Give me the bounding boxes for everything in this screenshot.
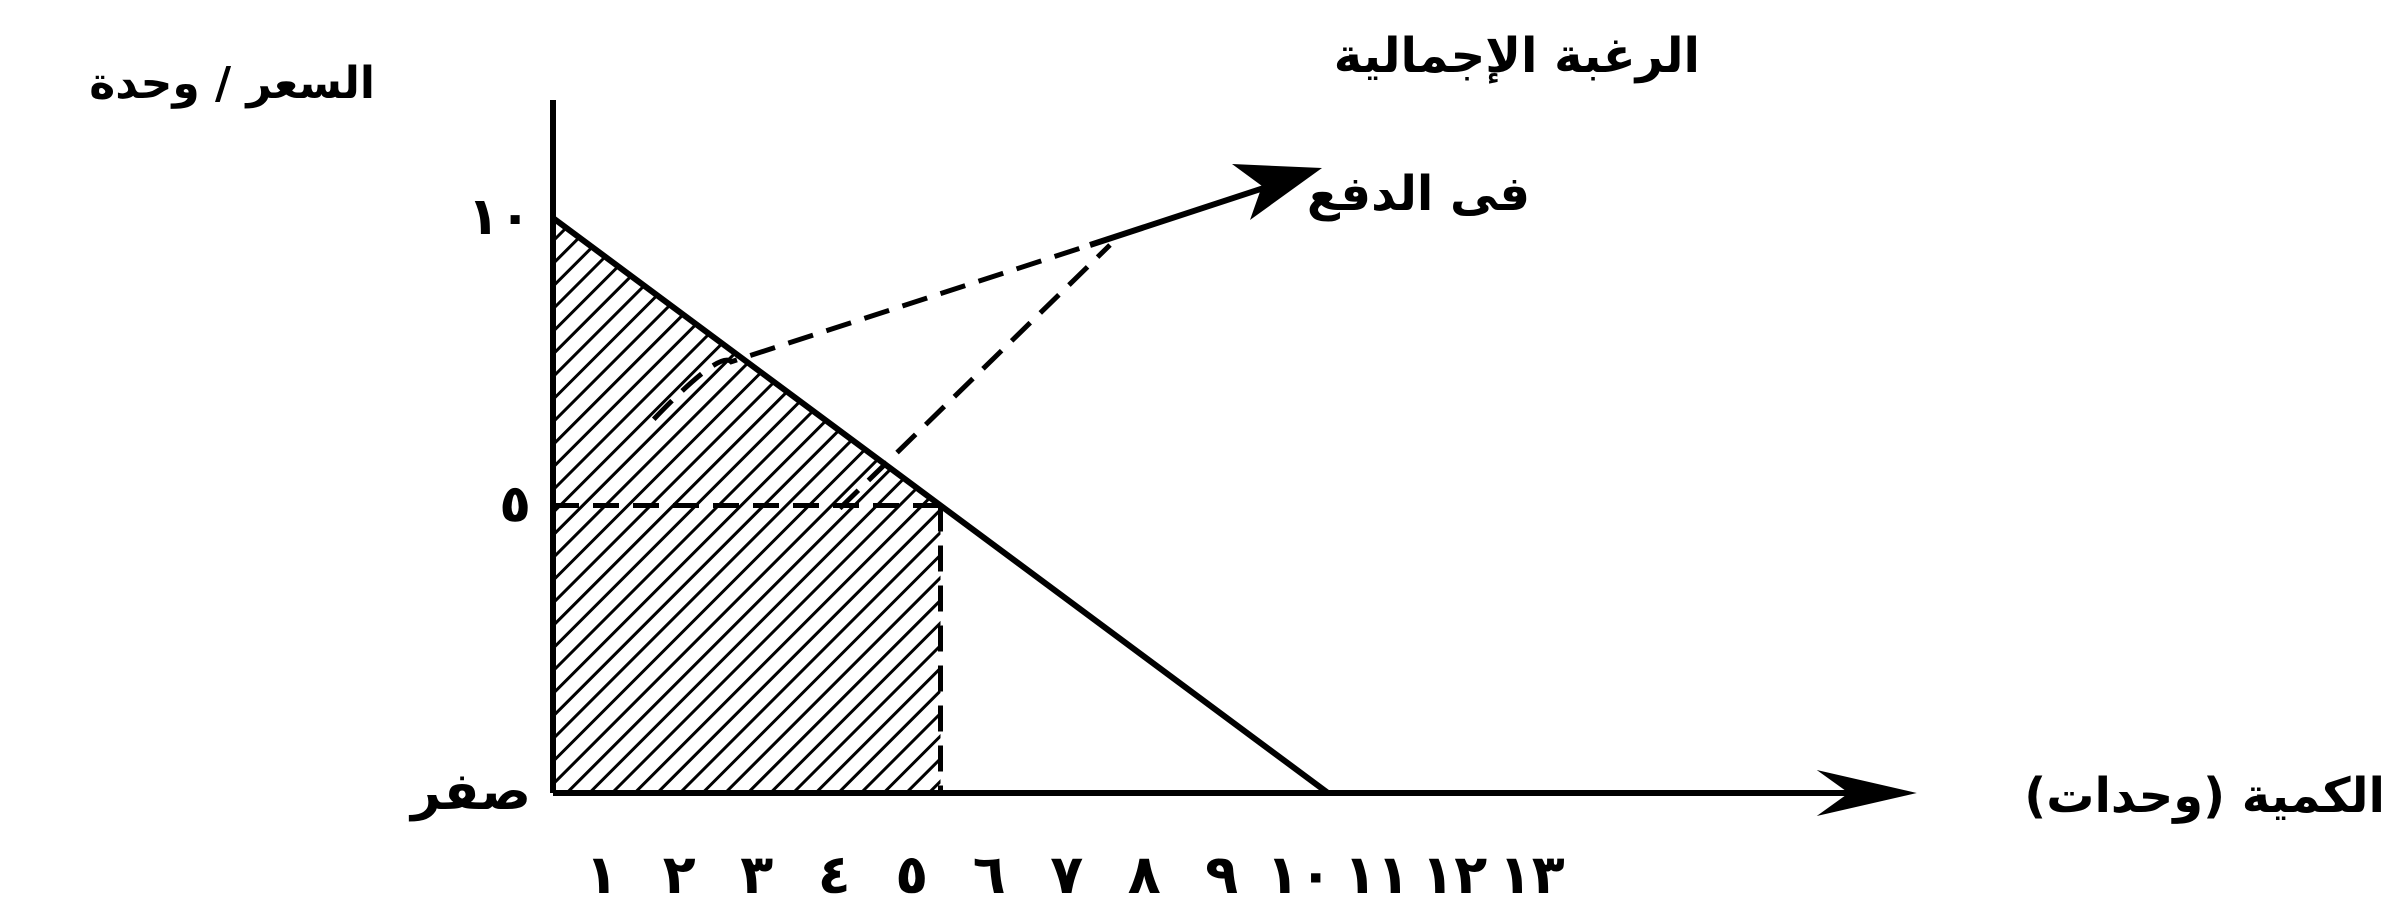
x-tick-label: ٨ — [1128, 843, 1161, 906]
y-tick-label: ١٠ — [468, 187, 531, 247]
annotation-leader-surplus — [651, 242, 1091, 421]
x-tick-label: ٤ — [818, 843, 851, 906]
annotation-arrowhead — [1232, 164, 1322, 220]
demand-line — [551, 215, 1330, 796]
x-tick-label: ٦ — [973, 843, 1006, 906]
annotation-leader-expenditure — [838, 243, 1112, 511]
annotation-text-line: فى الدفع — [1307, 166, 1530, 222]
y-tick-label: ٥ — [499, 475, 531, 535]
y-axis-title: السعر / وحدة — [89, 58, 375, 109]
expenditure-area — [553, 505, 941, 793]
annotation-text-line: الرغبة الإجمالية — [1334, 28, 1700, 84]
x-tick-label: ١ — [585, 843, 618, 906]
x-tick-label: ٧ — [1050, 843, 1083, 906]
x-tick-label: ٥ — [895, 843, 928, 906]
x-tick-label: ٣ — [740, 843, 773, 906]
x-axis-arrowhead — [1816, 770, 1917, 816]
x-tick-label: ١٣ — [1499, 843, 1565, 906]
x-tick-label: ٢ — [663, 843, 696, 906]
x-tick-label: ١٠ — [1266, 843, 1332, 906]
x-tick-label: ١٢ — [1421, 843, 1487, 906]
x-axis-title: الكمية (وحدات) — [2024, 768, 2385, 824]
y-tick-label: صفر — [408, 762, 531, 822]
x-tick-label: ١١ — [1344, 843, 1410, 906]
x-tick-label: ٩ — [1205, 843, 1238, 906]
annotation-arrow-shaft — [1089, 179, 1283, 248]
